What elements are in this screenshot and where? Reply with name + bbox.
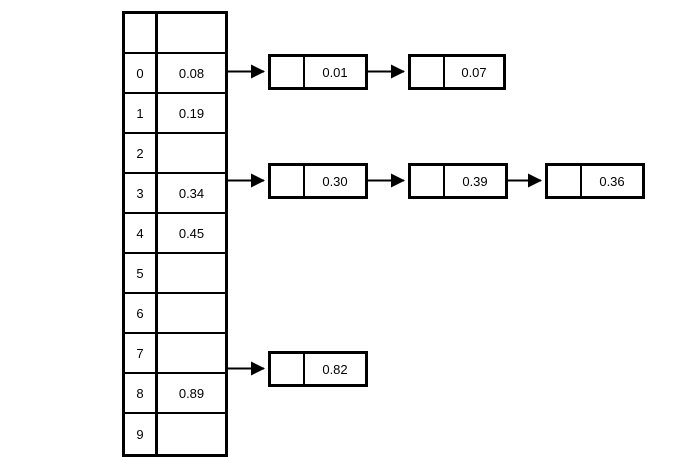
bucket-value-1: 0.19 xyxy=(178,105,205,121)
chain-0-node-0-pointer-cell xyxy=(271,57,305,87)
bucket-value-3: 0.34 xyxy=(178,185,205,201)
bucket-value-8: 0.89 xyxy=(178,385,205,401)
chain-1-node-0-pointer-cell xyxy=(271,166,305,196)
bucket-header-value xyxy=(158,14,225,52)
bucket-value-2 xyxy=(158,134,225,172)
bucket-index-9: 9 xyxy=(125,414,158,454)
bucket-index-6: 6 xyxy=(125,294,158,332)
bucket-value-4: 0.45 xyxy=(178,225,205,241)
chain-1-node-2[interactable]: 0.36 xyxy=(545,163,645,199)
bucket-row-3[interactable]: 3 0.34 xyxy=(125,174,225,214)
diagram-canvas: 0 0.08 1 0.19 2 3 0.34 4 0.45 5 6 7 xyxy=(122,11,645,457)
bucket-value-7 xyxy=(158,334,225,372)
bucket-row-4[interactable]: 4 0.45 xyxy=(125,214,225,254)
chain-1-node-1-value: 0.39 xyxy=(462,173,488,189)
bucket-value-9 xyxy=(158,414,225,454)
bucket-index-4: 4 xyxy=(125,214,158,252)
chain-1-node-2-pointer-cell xyxy=(548,166,582,196)
chain-1-node-0[interactable]: 0.30 xyxy=(268,163,368,199)
chain-0-node-1[interactable]: 0.07 xyxy=(408,54,506,90)
chain-1-node-1-pointer-cell xyxy=(411,166,445,196)
chain-1-node-2-value: 0.36 xyxy=(599,173,625,189)
bucket-row-9[interactable]: 9 xyxy=(125,414,225,454)
bucket-header-row xyxy=(125,14,225,54)
bucket-row-7[interactable]: 7 xyxy=(125,334,225,374)
bucket-row-8[interactable]: 8 0.89 xyxy=(125,374,225,414)
chain-2-node-0-pointer-cell xyxy=(271,354,305,384)
chain-0-node-1-value: 0.07 xyxy=(461,64,487,80)
bucket-index-2: 2 xyxy=(125,134,158,172)
chain-2-node-0[interactable]: 0.82 xyxy=(268,351,368,387)
chain-1-node-0-value: 0.30 xyxy=(322,173,348,189)
chain-0-node-0[interactable]: 0.01 xyxy=(268,54,368,90)
bucket-value-0: 0.08 xyxy=(178,65,205,81)
chain-0-node-1-pointer-cell xyxy=(411,57,445,87)
chain-1-node-1[interactable]: 0.39 xyxy=(408,163,508,199)
bucket-value-5 xyxy=(158,254,225,292)
bucket-index-3: 3 xyxy=(125,174,158,212)
bucket-row-0[interactable]: 0 0.08 xyxy=(125,54,225,94)
bucket-index-7: 7 xyxy=(125,334,158,372)
bucket-index-8: 8 xyxy=(125,374,158,412)
bucket-row-5[interactable]: 5 xyxy=(125,254,225,294)
bucket-header-index xyxy=(125,14,158,52)
bucket-row-6[interactable]: 6 xyxy=(125,294,225,334)
chain-2-node-0-value: 0.82 xyxy=(322,361,348,377)
bucket-index-5: 5 xyxy=(125,254,158,292)
bucket-row-1[interactable]: 1 0.19 xyxy=(125,94,225,134)
bucket-index-0: 0 xyxy=(125,54,158,92)
bucket-row-2[interactable]: 2 xyxy=(125,134,225,174)
hash-bucket-table: 0 0.08 1 0.19 2 3 0.34 4 0.45 5 6 7 xyxy=(122,11,228,457)
bucket-index-1: 1 xyxy=(125,94,158,132)
chain-0-node-0-value: 0.01 xyxy=(322,64,348,80)
bucket-value-6 xyxy=(158,294,225,332)
